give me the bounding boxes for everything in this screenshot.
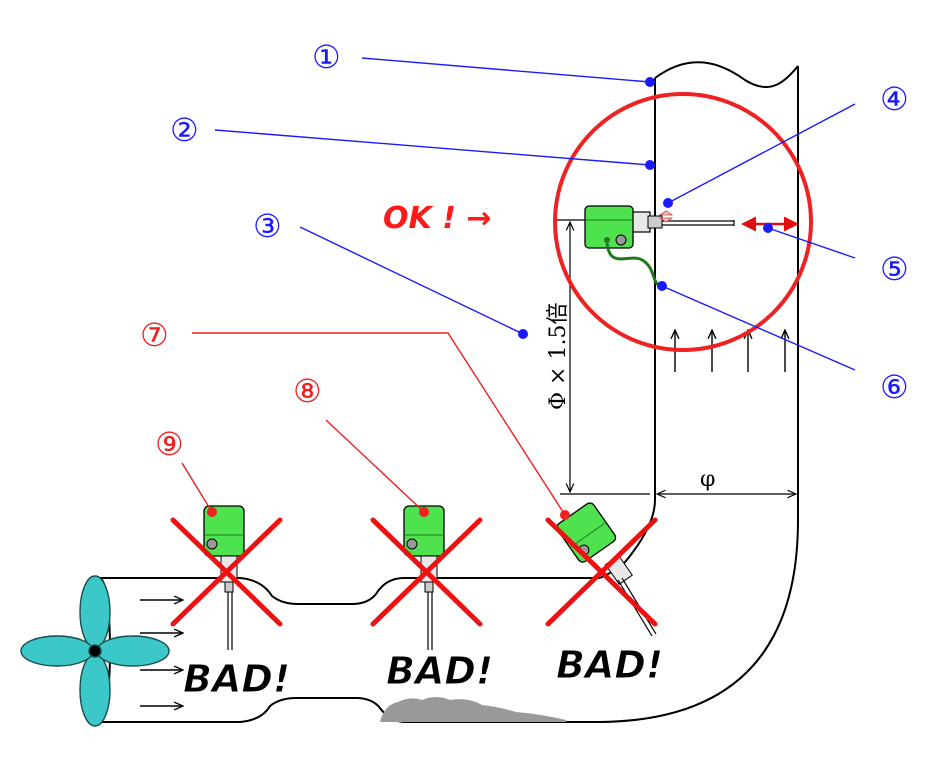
- duct-outline: [89, 61, 799, 723]
- leader-dots-red: [207, 507, 570, 520]
- callout-2: ②: [170, 111, 199, 149]
- callout-9: ⑨: [155, 425, 184, 463]
- callout-7: ⑦: [140, 316, 169, 354]
- ok-label: OK ! →: [383, 201, 491, 236]
- fan-icon: [20, 575, 170, 727]
- leader-lines-blue: [214, 57, 856, 371]
- callout-4: ④: [880, 80, 909, 118]
- leader-lines-red: [181, 332, 566, 516]
- callout-6: ⑥: [880, 368, 909, 406]
- callout-3: ③: [253, 207, 282, 245]
- bad-sensor-8: [370, 505, 483, 650]
- airflow-arrows: [140, 330, 785, 706]
- ok-highlight-circle: [553, 92, 813, 352]
- bad-label-2: BAD!: [386, 649, 493, 693]
- callout-8: ⑧: [293, 372, 322, 410]
- dust-deposit: [380, 697, 566, 722]
- callout-1: ①: [312, 38, 341, 76]
- height-dimension-label: Φ × 1.5倍: [546, 303, 571, 410]
- ok-sensor: [584, 205, 735, 288]
- bad-label-1: BAD!: [183, 657, 290, 701]
- bad-sensor-9: [170, 505, 283, 650]
- width-dimension-label: φ: [700, 467, 715, 492]
- callout-5: ⑤: [880, 250, 909, 288]
- bad-sensor-7: [545, 502, 658, 637]
- leader-dots-blue: [518, 77, 773, 339]
- bad-label-3: BAD!: [556, 643, 663, 687]
